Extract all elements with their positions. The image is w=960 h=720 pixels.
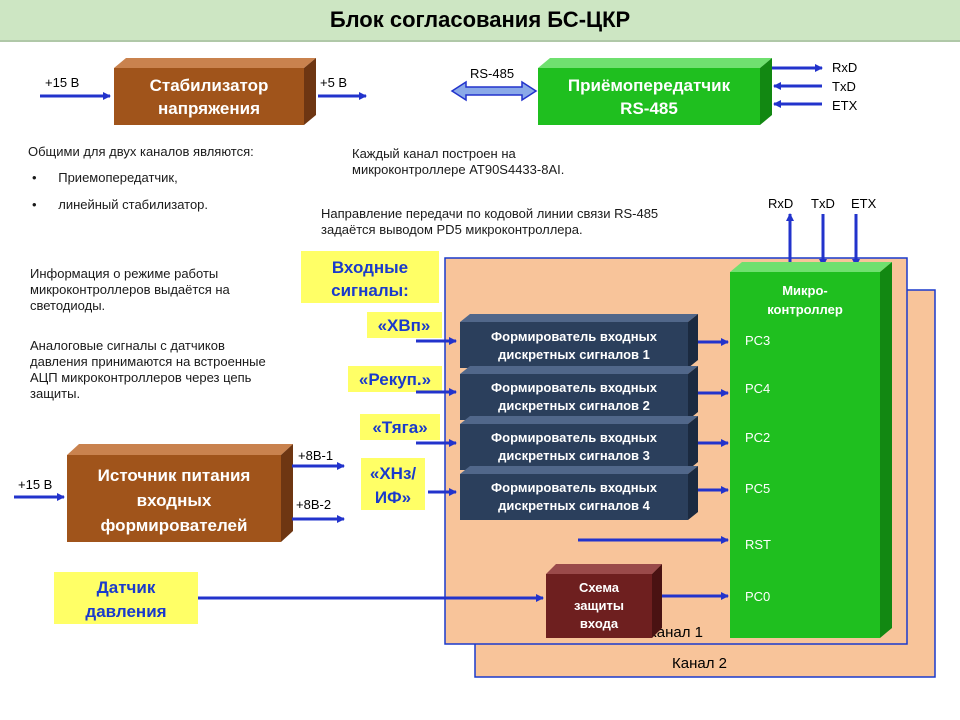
transceiver-block: Приёмопередатчик RS-485 (538, 58, 772, 125)
input-signal-3-box (360, 414, 440, 440)
common-note-item-1: • Приемопередатчик, (32, 170, 178, 185)
input-signal-1-box (367, 312, 442, 338)
power-source-line-1: Источник питания (98, 466, 251, 485)
former-block-1: Формирователь входных дискретных сигнало… (460, 314, 698, 368)
transceiver-label-1: Приёмопередатчик (568, 76, 731, 95)
stabilizer-label-2: напряжения (158, 99, 260, 118)
pin-pc3-label: PC3 (745, 333, 770, 348)
rs485-port-label: RS-485 (470, 66, 514, 81)
inputs-header-line-2: сигналы: (331, 281, 409, 300)
channel-2-label: Канал 2 (672, 655, 727, 672)
power-source-line-3: формирователей (101, 516, 248, 535)
former-block-3: Формирователь входных дискретных сигнало… (460, 416, 698, 470)
power-output-2-label: +8В-2 (296, 497, 331, 512)
transceiver-etx-label: ETX (832, 98, 858, 113)
inputs-header-box (301, 251, 439, 303)
direction-note: Направление передачи по кодовой линии св… (321, 206, 659, 237)
pin-pc5-label: PC5 (745, 481, 770, 496)
common-note-title: Общими для двух каналов являются: (28, 144, 254, 159)
former-1-line-1: Формирователь входных (491, 329, 658, 344)
led-note: Информация о режиме работы микроконтролл… (30, 266, 230, 313)
transceiver-txd-label: TxD (832, 79, 856, 94)
protection-line-3: входа (580, 616, 619, 631)
mcu-top-rxd-label: RxD (768, 196, 793, 211)
mcu-top-etx-label: ETX (851, 196, 877, 211)
stabilizer-input-label: +15 В (45, 75, 79, 90)
former-block-2: Формирователь входных дискретных сигнало… (460, 366, 698, 420)
input-signal-4-label-2: ИФ» (375, 488, 411, 507)
former-4-line-1: Формирователь входных (491, 480, 658, 495)
power-input-label: +15 В (18, 477, 52, 492)
power-output-1-label: +8В-1 (298, 448, 333, 463)
mcu-top-txd-label: TxD (811, 196, 835, 211)
page-title: Блок согласования БС-ЦКР (0, 0, 960, 42)
protection-block: Схема защиты входа (546, 564, 662, 638)
sensor-line-2: давления (85, 602, 166, 621)
common-note-item-2: • линейный стабилизатор. (32, 197, 209, 212)
transceiver-rxd-label: RxD (832, 60, 857, 75)
pin-rst-label: RST (745, 537, 771, 552)
protection-line-1: Схема (579, 580, 620, 595)
pin-pc4-label: PC4 (745, 381, 770, 396)
channel-mcu-note: Каждый канал построен на микроконтроллер… (352, 146, 565, 177)
former-1-line-2: дискретных сигналов 1 (498, 347, 650, 362)
sensor-box (54, 572, 198, 624)
adc-note: Аналоговые сигналы с датчиков давления п… (30, 338, 266, 401)
stabilizer-output-label: +5 В (320, 75, 347, 90)
former-2-line-1: Формирователь входных (491, 380, 658, 395)
pin-pc2-label: PC2 (745, 430, 770, 445)
input-signal-1-label: «ХВп» (378, 316, 431, 335)
former-3-line-2: дискретных сигналов 3 (498, 448, 650, 463)
stabilizer-label-1: Стабилизатор (150, 76, 269, 95)
input-signal-4-box (361, 458, 425, 510)
transceiver-label-2: RS-485 (620, 99, 678, 118)
input-signal-4-label-1: «ХНз/ (370, 464, 417, 483)
input-signal-2-label: «Рекуп.» (359, 370, 431, 389)
protection-line-2: защиты (574, 598, 624, 613)
former-4-line-2: дискретных сигналов 4 (498, 498, 650, 513)
input-signal-3-label: «Тяга» (372, 418, 427, 437)
microcontroller-block: Микро- контроллер (730, 262, 892, 638)
power-source-line-2: входных (137, 491, 212, 510)
stabilizer-block: Стабилизатор напряжения (114, 58, 316, 125)
rs485-bidirectional-arrow (450, 80, 538, 102)
input-signal-2-box (348, 366, 442, 392)
pin-pc0-label: PC0 (745, 589, 770, 604)
inputs-header-line-1: Входные (332, 258, 408, 277)
former-2-line-2: дискретных сигналов 2 (498, 398, 650, 413)
sensor-line-1: Датчик (97, 578, 156, 597)
mcu-label-2: контроллер (767, 302, 843, 317)
former-3-line-1: Формирователь входных (491, 430, 658, 445)
former-block-4: Формирователь входных дискретных сигнало… (460, 466, 698, 520)
power-source-block: Источник питания входных формирователей (67, 444, 293, 542)
mcu-label-1: Микро- (782, 283, 828, 298)
